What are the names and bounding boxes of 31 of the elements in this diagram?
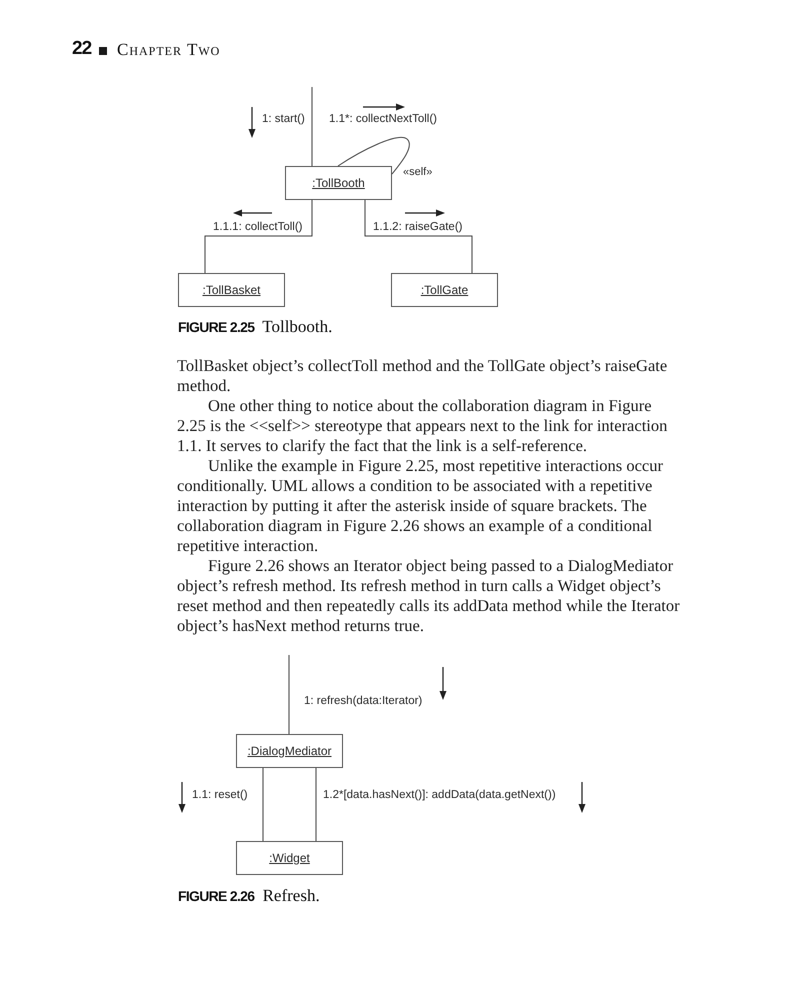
link-line	[364, 200, 472, 274]
object-box	[391, 273, 498, 307]
body-paragraph: One other thing to notice about the collaboration diagram in Figure 2.25 is the <<self>> stereotype that appears next to the link for interaction 1.1. It serves to clarify the fact that the link is a self-reference.	[177, 396, 668, 456]
link-line	[288, 654, 290, 734]
figure-caption: FIGURE 2.26 Refresh.	[178, 886, 320, 906]
message-label: 1: start()	[262, 112, 305, 126]
object-box	[236, 841, 343, 875]
body-paragraph: TollBasket object’s collectToll method and the TollGate object’s raiseGate method.	[177, 356, 668, 396]
message-label: 1.1*: collectNextToll()	[329, 112, 438, 126]
figure-caption: FIGURE 2.25 Tollbooth.	[178, 317, 332, 337]
object-box	[236, 734, 343, 768]
body-paragraph: Figure 2.26 shows an Iterator object being passed to a DialogMediator object’s refresh method. Its refresh method in turn calls a Widget object’s reset method and then repeatedly calls its addData method while the Iterator object’s hasNext method returns true.	[177, 556, 680, 636]
object-box	[285, 166, 392, 200]
object-name: :DialogMediator	[247, 744, 332, 758]
object-name: :TollBooth	[312, 176, 365, 190]
running-head: Chapter Two	[117, 40, 220, 60]
link-line	[338, 136, 410, 174]
stereotype-label: «self»	[403, 165, 432, 179]
message-label: 1: refresh(data:Iterator)	[304, 694, 422, 708]
message-label: 1.2*[data.hasNext()]: addData(data.getNext())	[323, 788, 556, 802]
link-line	[262, 768, 264, 842]
object-name: :TollGate	[420, 283, 468, 297]
link-line	[204, 200, 312, 274]
message-label: 1.1.2: raiseGate()	[373, 220, 462, 234]
message-label: 1.1.1: collectToll()	[213, 220, 302, 234]
object-name: :TollBasket	[202, 283, 261, 297]
object-name: :Widget	[269, 851, 310, 865]
body-paragraph: Unlike the example in Figure 2.25, most repetitive interactions occur conditionally. UML allows a condition to be associated with a repetitive interaction by putting it after the asterisk inside of square brackets. The collaboration diagram in Figure 2.26 shows an example of a conditional repetitive interaction.	[177, 456, 664, 556]
object-box	[178, 273, 285, 307]
message-label: 1.1: reset()	[192, 788, 248, 802]
page-number: 22	[72, 38, 92, 60]
